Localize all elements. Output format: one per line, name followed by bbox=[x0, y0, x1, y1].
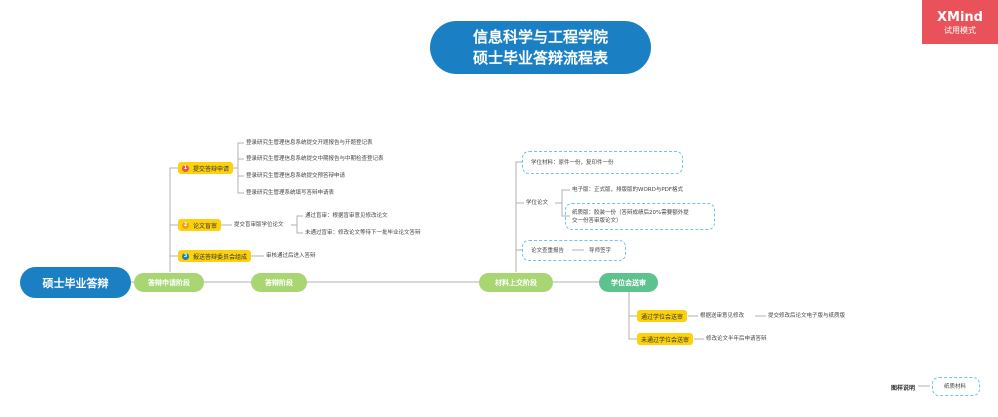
review-fail[interactable]: 未通过学位会送审 bbox=[637, 333, 694, 345]
xmind-brand: XMind bbox=[937, 10, 983, 25]
legend-item: 纸质材料 bbox=[944, 384, 967, 390]
review-pass-final: 提交修改后论文电子版与纸质版 bbox=[768, 313, 846, 319]
thesis-electronic: 电子版：正式版，排版版的WORD与PDF格式 bbox=[572, 187, 684, 193]
stage-materials[interactable]: 材料上交阶段 bbox=[479, 273, 553, 292]
badge-2-icon: 2 bbox=[182, 221, 189, 229]
stage-defense[interactable]: 答辩阶段 bbox=[251, 273, 307, 292]
degree-materials: 学位材料：原件一份，复印件一份 bbox=[531, 160, 614, 166]
badge-1-icon: 1 bbox=[182, 164, 189, 172]
thesis-paper-line2: 交一份答审版论文） bbox=[572, 218, 622, 224]
paper-material-box: 纸质版：胶装一份（答辩成绩后20%需要额外提 交一份答审版论文） bbox=[565, 203, 715, 230]
stage-review[interactable]: 学位会送审 bbox=[599, 273, 658, 292]
item-submit-request[interactable]: 1 提交答辩申请 bbox=[178, 162, 234, 174]
title-banner: 信息科学与工程学院 硕士毕业答辩流程表 bbox=[430, 21, 651, 74]
paper-material-box: 学位材料：原件一份，复印件一份 bbox=[522, 151, 683, 174]
review-pass-note: 根据送审意见修改 bbox=[700, 313, 745, 319]
committee-note: 审核通过后进入答辩 bbox=[266, 253, 316, 259]
plagiarism-report: 论文查重报告 bbox=[531, 248, 565, 254]
item-committee[interactable]: 3 报送答辩委员会组成 bbox=[178, 250, 252, 262]
item-committee-label: 报送答辩委员会组成 bbox=[193, 253, 248, 261]
item-blind-review[interactable]: 2 论文盲审 bbox=[178, 219, 222, 231]
xmind-watermark: XMind 试用模式 bbox=[922, 0, 998, 44]
item-submit-request-label: 提交答辩申请 bbox=[193, 165, 230, 173]
root-node[interactable]: 硕士毕业答辩 bbox=[20, 267, 131, 298]
advisor-signature: 导师签字 bbox=[589, 248, 612, 254]
xmind-mode: 试用模式 bbox=[944, 26, 976, 35]
legend-label: 图样说明 bbox=[891, 385, 916, 392]
submit-step-4: 登录研究生管理系统填写答辩申请表 bbox=[246, 190, 335, 196]
badge-3-icon: 3 bbox=[182, 252, 189, 260]
title-line2: 硕士毕业答辩流程表 bbox=[472, 48, 608, 67]
stage-apply[interactable]: 答辩申请阶段 bbox=[134, 273, 204, 292]
title-line1: 信息科学与工程学院 bbox=[472, 27, 608, 46]
thesis-label: 学位论文 bbox=[526, 200, 549, 206]
submit-step-1: 登录研究生管理信息系统提交开题报告与开题登记表 bbox=[246, 140, 373, 146]
submit-step-3: 登录研究生管理信息系统提交预答辩申请 bbox=[246, 173, 346, 179]
blind-submit: 提交盲审版学位论文 bbox=[234, 222, 284, 228]
review-pass[interactable]: 通过学位会送审 bbox=[637, 310, 688, 322]
blind-pass: 通过盲审：根据盲审意见修改论文 bbox=[305, 213, 388, 219]
legend-item-box: 纸质材料 bbox=[932, 377, 980, 396]
item-blind-review-label: 论文盲审 bbox=[193, 222, 218, 230]
submit-step-2: 登录研究生管理信息系统提交中期报告与中期检查登记表 bbox=[246, 156, 384, 162]
paper-material-box: 论文查重报告 导师签字 bbox=[522, 240, 626, 261]
blind-fail: 未通过盲审：修改论文等待下一批毕业论文答辩 bbox=[305, 230, 421, 236]
review-fail-note: 修改论文半年后申请答辩 bbox=[706, 336, 767, 342]
thesis-paper-line1: 纸质版：胶装一份（答辩成绩后20%需要额外提 bbox=[572, 210, 689, 216]
